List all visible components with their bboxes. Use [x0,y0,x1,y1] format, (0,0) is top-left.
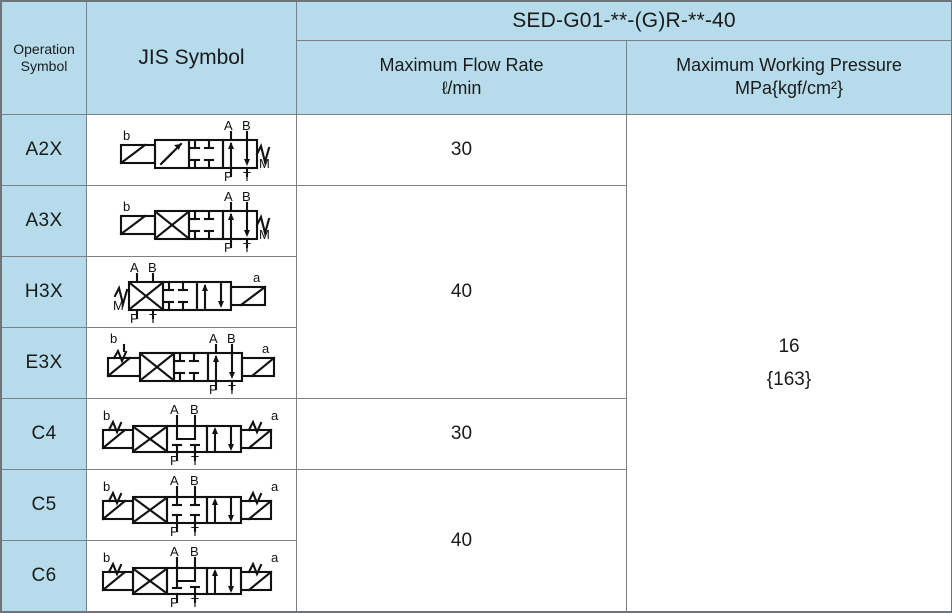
table-row: A3X b [1,185,952,399]
operation-symbol-cell: A2X [1,114,87,186]
port-label-t: T [243,169,251,182]
valve-diagram-c6: b [101,544,279,608]
operation-symbol-cell: E3X [1,327,87,399]
header-operation-symbol-line1: Operation [13,40,75,57]
table-row: C6 b [1,540,952,612]
actuator-label-b: b [123,128,130,143]
port-label-a: A [170,544,179,559]
working-pressure-cell: 16 {163} [625,114,952,612]
actuator-label-b: b [103,408,110,423]
actuator-label-m: M [259,156,270,171]
actuator-label-b: b [110,331,117,346]
port-label-b: B [227,331,236,346]
header-max-flow-rate: Maximum Flow Rate ℓ/min [296,39,627,116]
actuator-label-a: a [262,341,270,356]
operation-symbol-cell: C4 [1,398,87,470]
table-row: H3X M A [1,256,952,328]
jis-symbol-c5: b [87,470,296,540]
operation-symbol-cell: A3X [1,185,87,257]
table-row: C5 b [1,469,952,612]
header-max-working-pressure-line2: MPa{kgf/cm²} [734,78,844,99]
port-label-p: P [209,382,218,395]
port-label-p: P [170,524,179,537]
port-label-t: T [191,595,199,608]
actuator-label-b: b [103,550,110,565]
port-label-b: B [242,118,251,133]
jis-symbol-cell: b [86,540,297,612]
port-label-t: T [191,524,199,537]
jis-symbol-e3x: b [87,328,296,398]
port-label-p: P [224,169,233,182]
table-header-row-2: Maximum Flow Rate ℓ/min Maximum Working … [2,39,952,116]
port-label-a: A [170,473,179,488]
header-operation-symbol: Operation Symbol [1,1,87,115]
actuator-label-m: M [259,227,270,242]
jis-symbol-c4: b [87,399,296,469]
flow-rate-cell: 40 [296,469,627,612]
table-row: C4 b [1,398,952,470]
valve-diagram-a3x: b [119,189,270,253]
valve-diagram-c5: b [101,473,279,537]
header-jis-symbol: JIS Symbol [86,1,297,115]
jis-symbol-cell: b [86,469,297,541]
actuator-label-a: a [271,479,279,494]
valve-diagram-a2x: b [119,118,270,182]
port-label-t: T [243,240,251,253]
header-model-number: SED-G01-**-(G)R-**-40 [295,1,952,41]
port-label-a: A [130,260,139,275]
port-label-t: T [228,382,236,395]
table-row: E3X b [1,327,952,399]
actuator-label-b: b [123,199,130,214]
port-label-t: T [191,453,199,466]
actuator-label-a: a [253,270,261,285]
header-operation-symbol-line2: Symbol [20,58,68,74]
jis-symbol-c6: b [87,541,296,611]
jis-symbol-a2x: b [87,115,296,185]
jis-symbol-h3x: M A B P T [87,257,296,327]
working-pressure-mpa: 16 [778,335,800,357]
port-label-a: A [170,402,179,417]
header-max-working-pressure: Maximum Working Pressure MPa{kgf/cm²} [625,39,952,116]
port-label-p: P [170,453,179,466]
jis-symbol-cell: b [86,185,297,257]
port-label-a: A [224,118,233,133]
valve-diagram-h3x: M A B P T [113,260,266,324]
port-label-b: B [242,189,251,204]
flow-rate-cell: 30 [296,114,627,186]
jis-symbol-cell: M A B P T [86,256,297,328]
working-pressure-kgf: {163} [766,369,812,390]
header-max-flow-rate-line2: ℓ/min [441,78,482,99]
port-label-b: B [190,544,199,559]
actuator-label-m: M [113,298,124,313]
port-label-p: P [130,311,139,324]
actuator-label-a: a [271,550,279,565]
port-label-t: T [149,311,157,324]
header-max-working-pressure-line1: Maximum Working Pressure [676,55,902,76]
jis-symbol-cell: b [86,114,297,186]
valve-diagram-c4: b [101,402,279,466]
flow-rate-cell: 30 [296,398,627,470]
port-label-b: B [190,473,199,488]
actuator-label-b: b [103,479,110,494]
operation-symbol-cell: H3X [1,256,87,328]
valve-diagram-e3x: b [106,331,275,395]
actuator-label-a: a [271,408,279,423]
jis-symbol-a3x: b [87,186,296,256]
jis-symbol-cell: b [86,327,297,399]
table-header-row-1: Operation Symbol JIS Symbol SED-G01-**-(… [1,1,952,115]
flow-rate-cell: 40 [296,185,627,399]
port-label-b: B [190,402,199,417]
table-row: A2X b [1,114,952,612]
port-label-a: A [224,189,233,204]
header-max-flow-rate-line1: Maximum Flow Rate [379,55,544,76]
operation-symbol-cell: C6 [1,540,87,612]
port-label-a: A [209,331,218,346]
port-label-p: P [224,240,233,253]
port-label-p: P [170,595,179,608]
operation-symbol-cell: C5 [1,469,87,541]
port-label-b: B [148,260,157,275]
jis-symbol-cell: b [86,398,297,470]
